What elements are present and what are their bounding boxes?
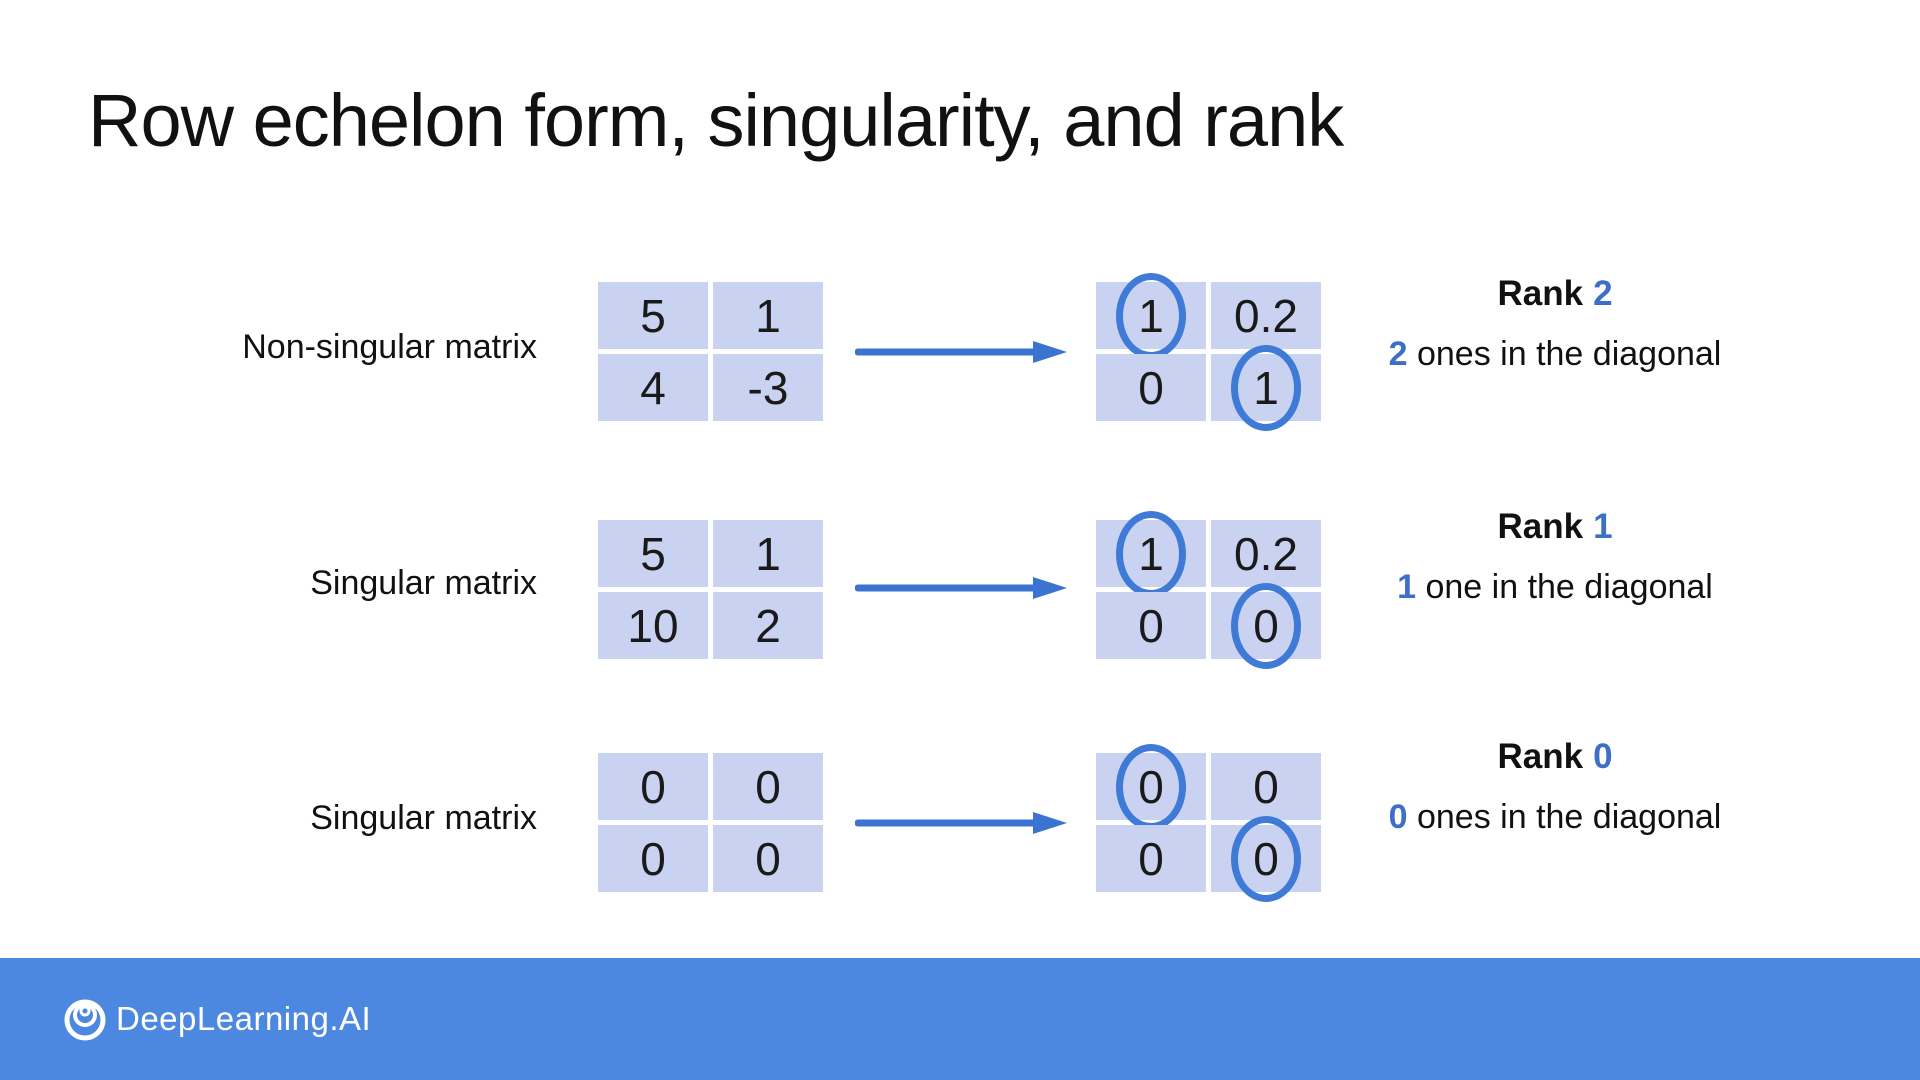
- deeplearning-ai-logo-icon: [64, 999, 106, 1041]
- row1-label: Non-singular matrix: [242, 328, 537, 366]
- brand-name: DeepLearning.AI: [116, 1000, 372, 1037]
- matrix-cell-diagonal: 1: [1096, 272, 1206, 359]
- diagonal-count: 0: [1388, 798, 1408, 836]
- matrix-cell-diagonal: 0: [1211, 815, 1321, 902]
- matrix-cell-diagonal: 0: [1096, 743, 1206, 830]
- matrix-cell: 1: [713, 520, 823, 587]
- matrix-cell-diagonal: 1: [1211, 344, 1321, 431]
- matrix-cell: 5: [598, 282, 708, 349]
- row2-output-matrix: 1 0.2 0 0: [1096, 510, 1321, 669]
- row2-input-matrix: 5 1 10 2: [598, 520, 823, 659]
- matrix-cell: 0: [1096, 825, 1206, 892]
- rank-description: 1 one in the diagonal: [1397, 568, 1713, 606]
- matrix-cell: 0.2: [1211, 282, 1321, 349]
- row3-input-matrix: 0 0 0 0: [598, 753, 823, 892]
- matrix-cell: 1: [713, 282, 823, 349]
- diagonal-count: 2: [1388, 335, 1408, 373]
- row1-output-matrix: 1 0.2 0 1: [1096, 272, 1321, 431]
- rank-value: 0: [1593, 737, 1613, 776]
- rank-value: 2: [1593, 274, 1613, 313]
- matrix-cell: 0: [1211, 753, 1321, 820]
- matrix-cell: 10: [598, 592, 708, 659]
- matrix-cell: 0: [598, 753, 708, 820]
- row2-label: Singular matrix: [310, 564, 537, 602]
- rank-description: 2 ones in the diagonal: [1388, 335, 1722, 373]
- matrix-cell: 0: [1096, 354, 1206, 421]
- matrix-cell-diagonal: 0: [1211, 582, 1321, 669]
- matrix-cell: 0.2: [1211, 520, 1321, 587]
- matrix-cell: 0: [713, 825, 823, 892]
- matrix-cell: 0: [713, 753, 823, 820]
- right-arrow-icon: [855, 341, 1067, 363]
- right-arrow-icon: [855, 812, 1067, 834]
- slide-title: Row echelon form, singularity, and rank: [88, 79, 1344, 162]
- footer-bar: DeepLearning.AI: [0, 958, 1920, 1080]
- row3-output-matrix: 0 0 0 0: [1096, 743, 1321, 902]
- matrix-cell: 0: [598, 825, 708, 892]
- matrix-cell: 2: [713, 592, 823, 659]
- matrix-cell: 4: [598, 354, 708, 421]
- row1-input-matrix: 5 1 4 -3: [598, 282, 823, 421]
- matrix-cell-diagonal: 1: [1096, 510, 1206, 597]
- rank-description: 0 ones in the diagonal: [1388, 798, 1722, 836]
- row3-label: Singular matrix: [310, 799, 537, 837]
- right-arrow-icon: [855, 577, 1067, 599]
- diagonal-count: 1: [1397, 568, 1417, 606]
- matrix-cell: 5: [598, 520, 708, 587]
- brand-logo: DeepLearning.AI: [62, 996, 371, 1042]
- matrix-cell: -3: [713, 354, 823, 421]
- matrix-cell: 0: [1096, 592, 1206, 659]
- rank-value: 1: [1593, 507, 1613, 546]
